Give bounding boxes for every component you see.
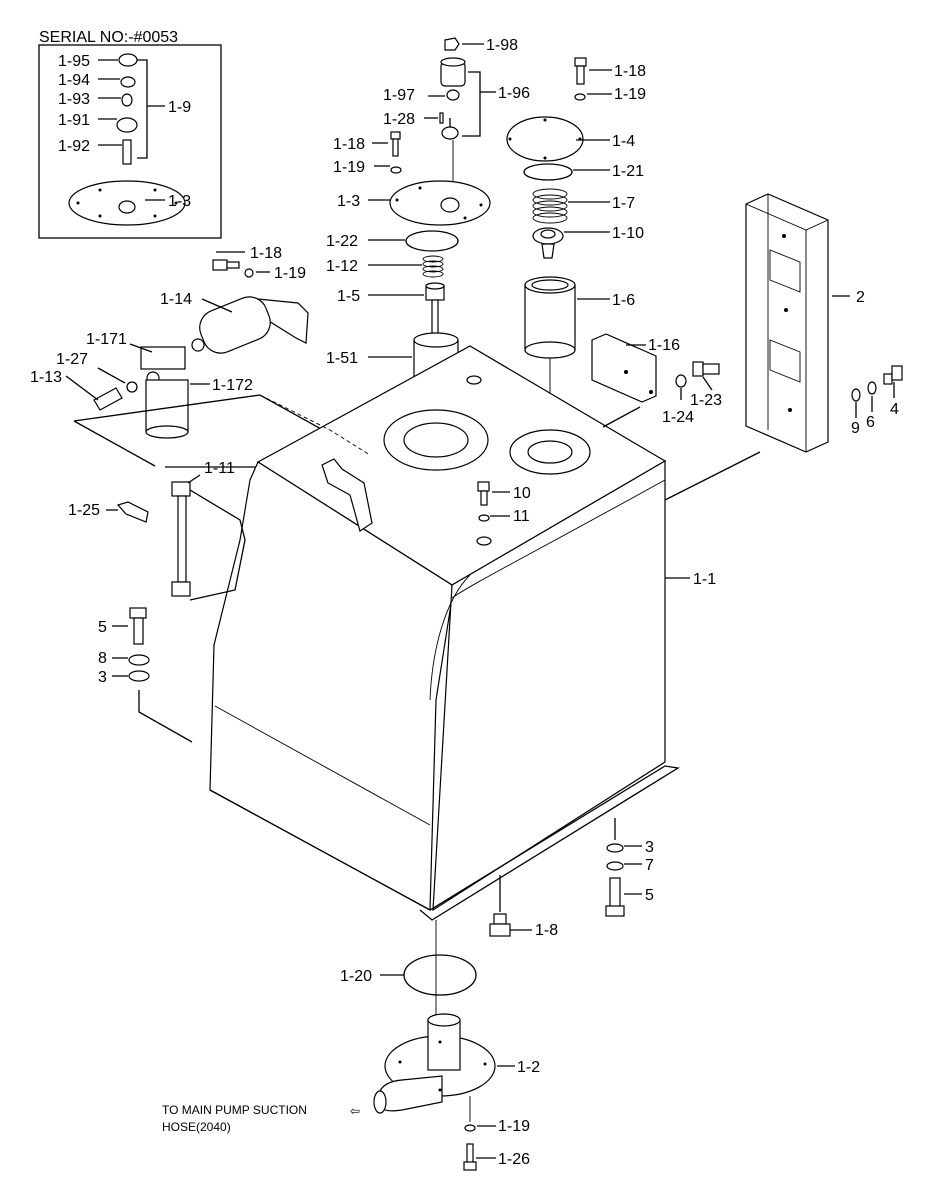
callout-1-9: 1-9 (168, 99, 191, 116)
callout-1-4: 1-4 (612, 133, 635, 150)
callout-3-a: 3 (98, 669, 107, 686)
callout-1-98: 1-98 (486, 37, 518, 54)
callout-1-6: 1-6 (612, 292, 635, 309)
callout-1-12: 1-12 (326, 258, 358, 275)
callout-1-93: 1-93 (58, 91, 90, 108)
callout-3-b: 3 (645, 839, 654, 856)
callout-1-28: 1-28 (383, 111, 415, 128)
inset-cap-part (68, 53, 186, 226)
side-bracket: 2 9 6 4 (745, 193, 903, 453)
drain-plug: 1-8 (489, 875, 558, 939)
callout-1-27: 1-27 (56, 351, 88, 368)
callout-1-2: 1-2 (517, 1059, 540, 1076)
callout-1-3: 1-3 (337, 193, 360, 210)
callout-1-25: 1-25 (68, 502, 100, 519)
callout-1-172: 1-172 (212, 377, 253, 394)
callout-1-20: 1-20 (340, 968, 372, 985)
mount-bracket: 1-16 1-24 1-23 (591, 333, 722, 426)
callout-1-97: 1-97 (383, 87, 415, 104)
return-filter-assembly: 1-18 1-19 1-4 1-21 1-7 1-10 1-6 (506, 57, 646, 440)
right-mount-hardware: 3 7 5 (605, 818, 654, 917)
callout-1-7: 1-7 (612, 195, 635, 212)
suction-hose-note: TO MAIN PUMP SUCTION HOSE(2040) ⇦ (162, 1103, 360, 1134)
suction-assembly: 1-20 1-2 1-19 1-26 (340, 920, 540, 1171)
drain-filter-assembly: 1-18 1-19 1-14 1-171 1-27 1-13 1-172 (30, 245, 371, 468)
callout-1-11: 1-11 (204, 460, 235, 477)
callout-9: 9 (851, 420, 860, 437)
inset-box: SERIAL NO:-#0053 1-95 1-94 1-93 1 (38, 29, 222, 239)
callout-1-51: 1-51 (326, 350, 358, 367)
callout-1-96: 1-96 (498, 85, 530, 102)
callout-4: 4 (890, 401, 899, 418)
callout-1-19-a: 1-19 (333, 159, 365, 176)
callout-6: 6 (866, 414, 875, 431)
callout-5-b: 5 (645, 887, 654, 904)
callout-1-5: 1-5 (337, 288, 360, 305)
callout-1-18-a: 1-18 (333, 136, 365, 153)
callout-10: 10 (513, 485, 531, 502)
callout-1-24: 1-24 (662, 409, 694, 426)
arrow-left-icon: ⇦ (350, 1104, 360, 1118)
callout-1-19-b: 1-19 (614, 86, 646, 103)
callout-1-1: 1-1 (693, 571, 716, 588)
callout-1-18-c: 1-18 (250, 245, 282, 262)
callout-1-26: 1-26 (498, 1151, 530, 1168)
callout-1-3-inset: 1-3 (168, 193, 191, 210)
serial-number-label: SERIAL NO:-#0053 (39, 29, 178, 46)
callout-1-91: 1-91 (58, 112, 90, 129)
note-line-1: TO MAIN PUMP SUCTION (162, 1103, 307, 1117)
left-mount-hardware: 5 8 3 (98, 607, 193, 743)
callout-1-10: 1-10 (612, 225, 644, 242)
callout-1-22: 1-22 (326, 233, 358, 250)
callout-1-8: 1-8 (535, 922, 558, 939)
callout-1-92: 1-92 (58, 138, 90, 155)
callout-8: 8 (98, 650, 107, 667)
callout-1-171: 1-171 (86, 331, 127, 348)
callout-1-19-d: 1-19 (498, 1118, 530, 1135)
callout-1-19-c: 1-19 (274, 265, 306, 282)
tank-cover-assembly: 1-18 1-19 1-3 1-22 1-12 1-5 1-51 (326, 131, 491, 420)
callout-2: 2 (856, 289, 865, 306)
callout-1-23: 1-23 (690, 392, 722, 409)
callout-1-14: 1-14 (160, 291, 192, 308)
note-line-2: HOSE(2040) (162, 1120, 231, 1134)
level-gauge: 1-11 1-25 (68, 460, 246, 601)
callout-1-13: 1-13 (30, 369, 62, 386)
callout-1-94: 1-94 (58, 72, 90, 89)
callout-1-95: 1-95 (58, 53, 90, 70)
callout-11: 11 (513, 508, 530, 525)
callout-1-18-b: 1-18 (614, 63, 646, 80)
callout-1-21: 1-21 (612, 163, 644, 180)
callout-7: 7 (645, 857, 654, 874)
callout-5-a: 5 (98, 619, 107, 636)
breather-assembly: 1-98 1-97 1-96 1-28 (383, 37, 530, 195)
callout-1-16: 1-16 (648, 337, 680, 354)
hydraulic-tank-body: 1-1 10 11 (209, 345, 761, 921)
